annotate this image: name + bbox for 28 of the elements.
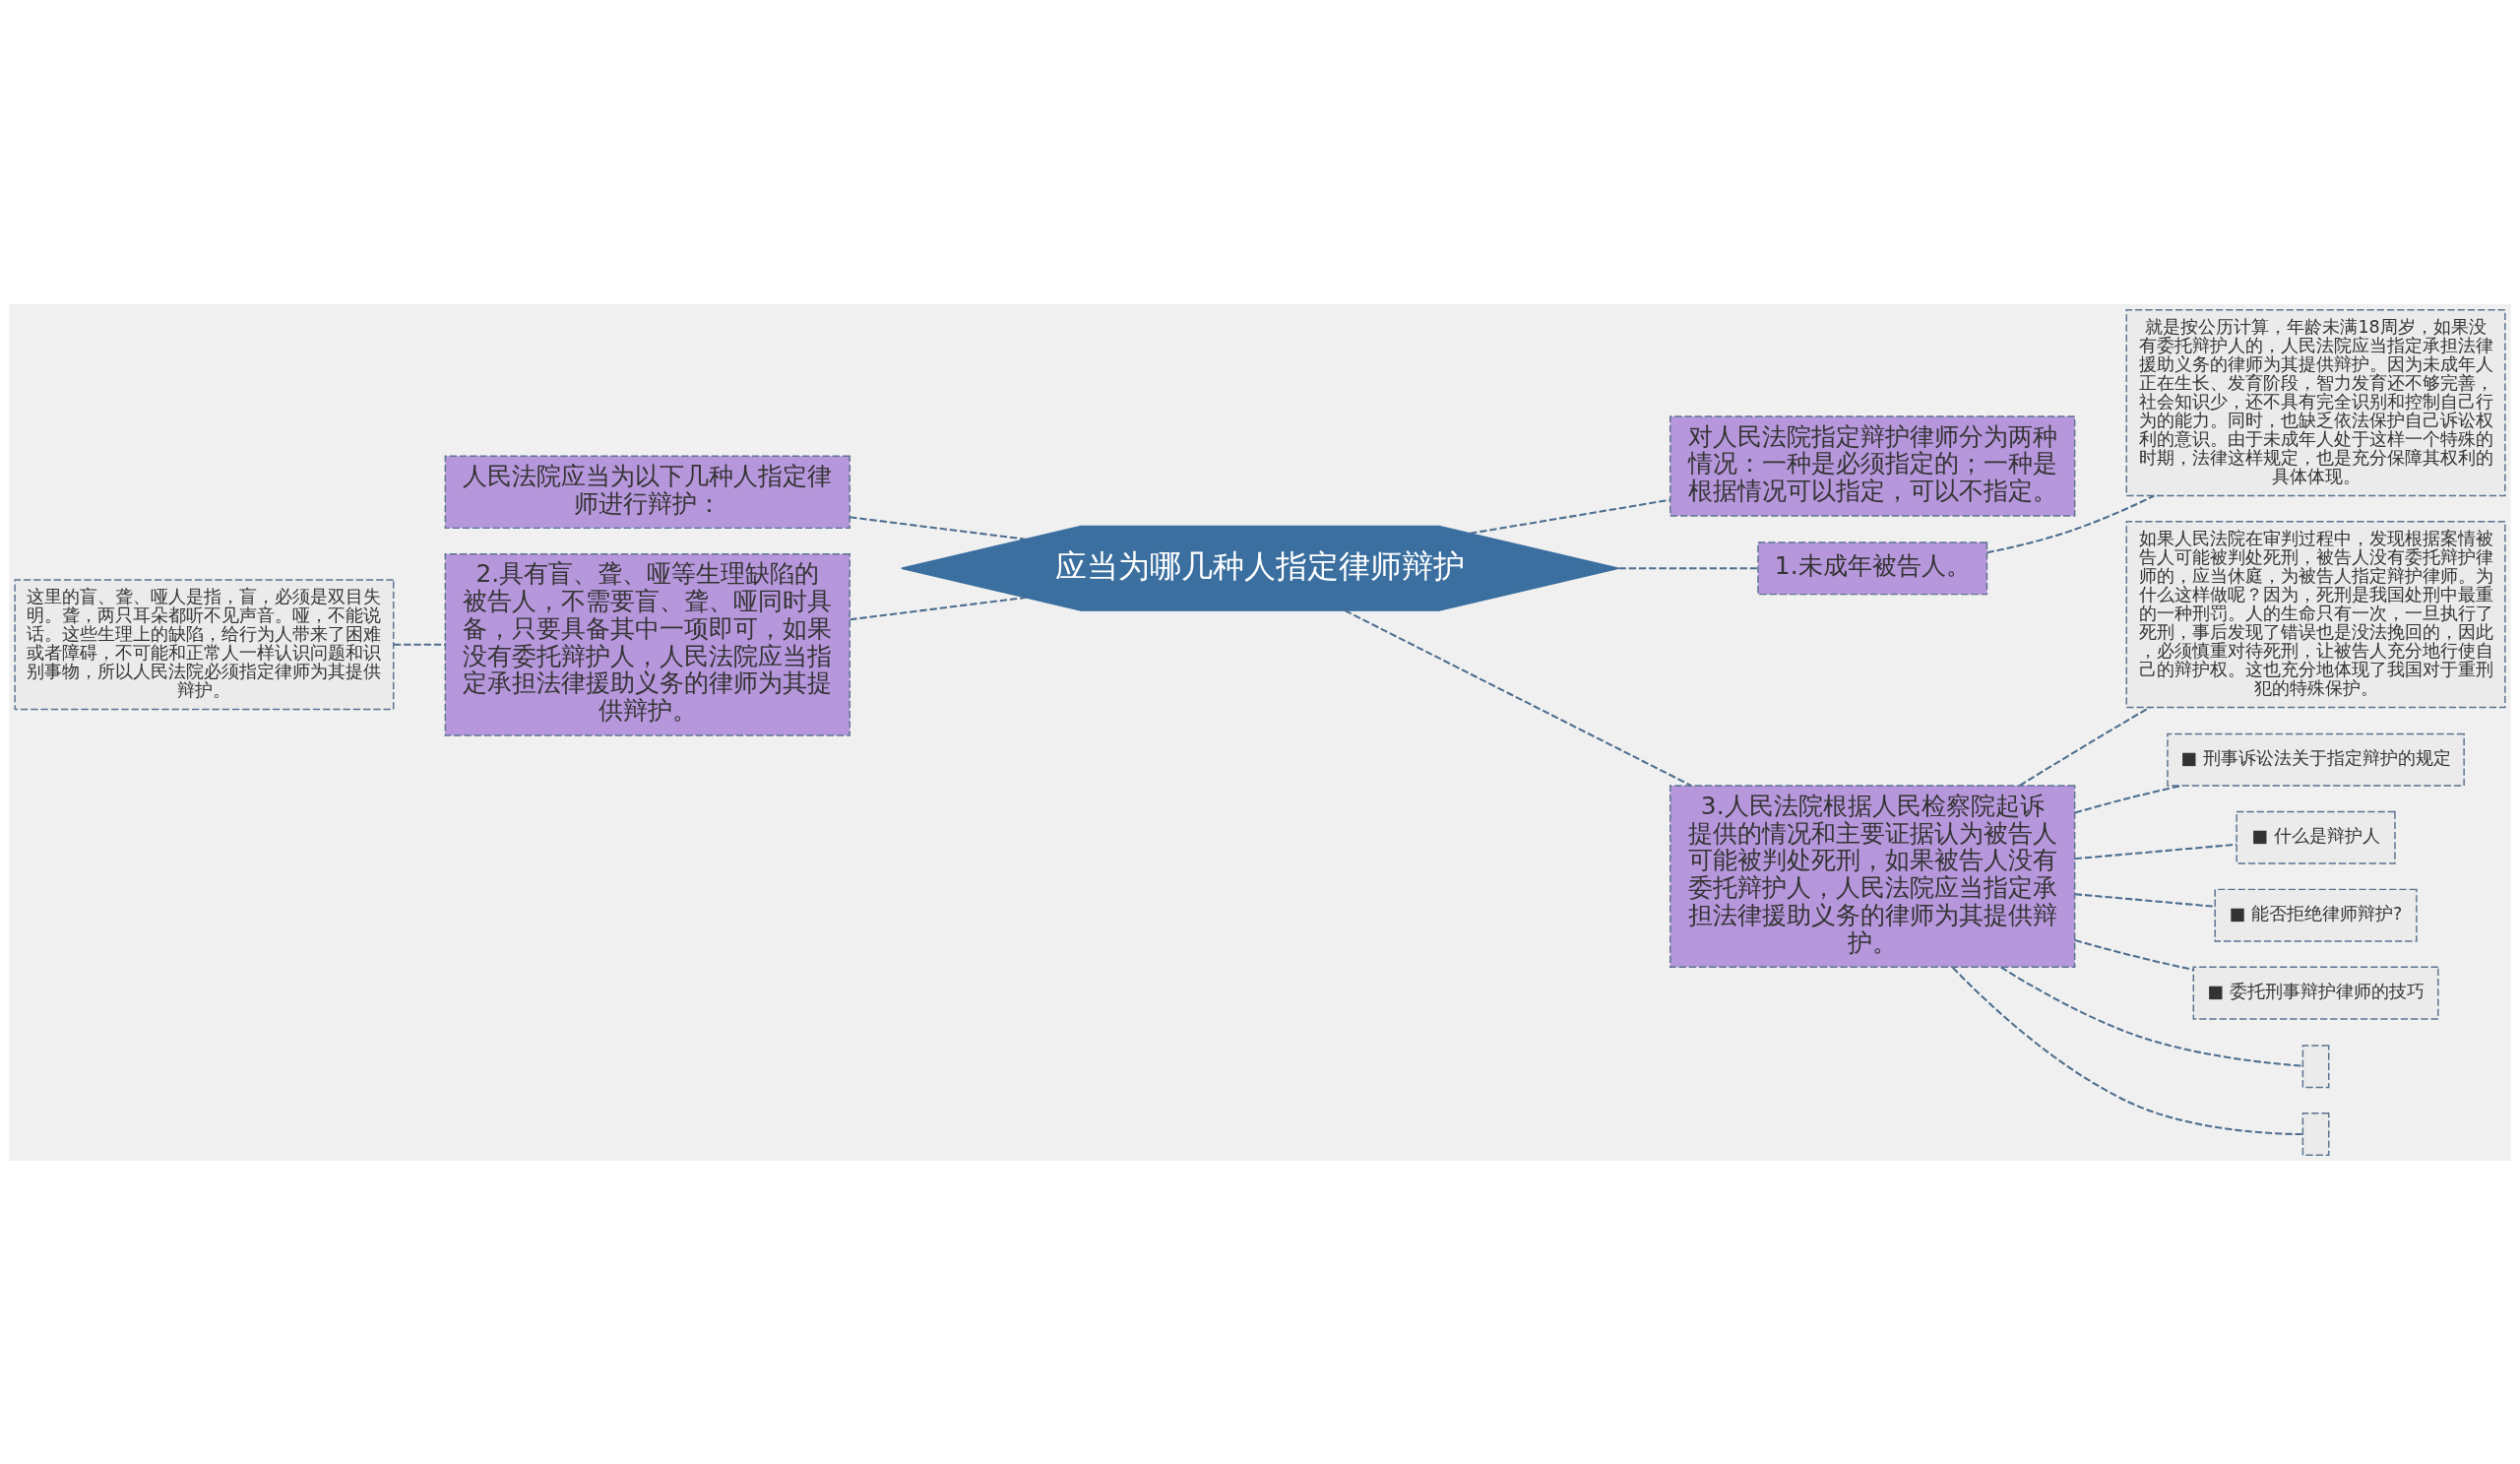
node-box [2301, 1112, 2330, 1156]
node-box: 就是按公历计算，年龄未满18周岁，如果没有委托辩护人的，人民法院应当指定承担法律援助义务的律师为其提供辩护。因为未成年人正在生长、发育阶段，智力发育还不够完善，社会知识少，还不具有完全识别和控制自己行为的能力。同时，也缺乏依法保护自己诉讼权利的意识。由于未成年人处于这样一个特殊的时期，法律这样规定，也是充分保障其权利的具体体现。 [2125, 308, 2506, 496]
connector [393, 643, 446, 646]
node-box: 3.人民法院根据人民检察院起诉提供的情况和主要证据认为被告人可能被判处死刑，如果被告人没有委托辩护人，人民法院应当指定承担法律援助义务的律师为其提供辩护。 [1670, 784, 2076, 968]
connector [850, 596, 1026, 620]
node-box: 如果人民法院在审判过程中，发现根据案情被告人可能被判处死刑，被告人没有委托辩护律师的，应当休庭，为被告人指定辩护律师。为什么这样做呢？因为，死刑是我国处刑中最重的一种刑罚。人的生命只有一次，一旦执行了死刑，事后发现了错误也是没法挽回的，因此，必须慎重对待死刑，让被告人充分地行使自己的辩护权。这也充分地体现了我国对于重刑犯的特殊保护。 [2125, 520, 2506, 708]
node-box: ■ 什么是辩护人 [2236, 810, 2396, 864]
connector [2074, 843, 2237, 859]
node-box: 1.未成年被告人。 [1757, 541, 1988, 595]
connector [1618, 566, 1758, 569]
node-box: 对人民法院指定辩护律师分为两种情况：一种是必须指定的；一种是根据情况可以指定，可以不指定。 [1670, 414, 2076, 517]
node-box: ■ 能否拒绝律师辩护? [2214, 888, 2418, 942]
connector [2000, 966, 2303, 1067]
connector [2074, 892, 2215, 908]
connector [1470, 498, 1670, 535]
node-box: 人民法院应当为以下几种人指定律师进行辩护： [444, 455, 850, 529]
connector [1986, 494, 2155, 553]
connector [850, 515, 1026, 541]
connector [2019, 706, 2151, 787]
connector [1344, 608, 1692, 787]
connector [1952, 966, 2303, 1135]
node-box: ■ 委托刑事辩护律师的技巧 [2192, 966, 2439, 1020]
node-box [2301, 1044, 2330, 1088]
node-box: ■ 刑事诉讼法关于指定辩护的规定 [2167, 732, 2465, 787]
node-box: 这里的盲、聋、哑人是指，盲，必须是双目失明。聋，两只耳朵都听不见声音。哑，不能说话。这些生理上的缺陷，给行为人带来了困难或者障碍，不可能和正常人一样认识问题和识别事物，所以人民法院必须指定律师为其提供辩护。 [14, 578, 395, 710]
connector [2074, 784, 2181, 814]
connector [2074, 938, 2194, 971]
node-box: 2.具有盲、聋、哑等生理缺陷的被告人，不需要盲、聋、哑同时具备，只要具备其中一项即可，如果没有委托辩护人，人民法院应当指定承担法律援助义务的律师为其提供辩护。 [444, 552, 850, 736]
